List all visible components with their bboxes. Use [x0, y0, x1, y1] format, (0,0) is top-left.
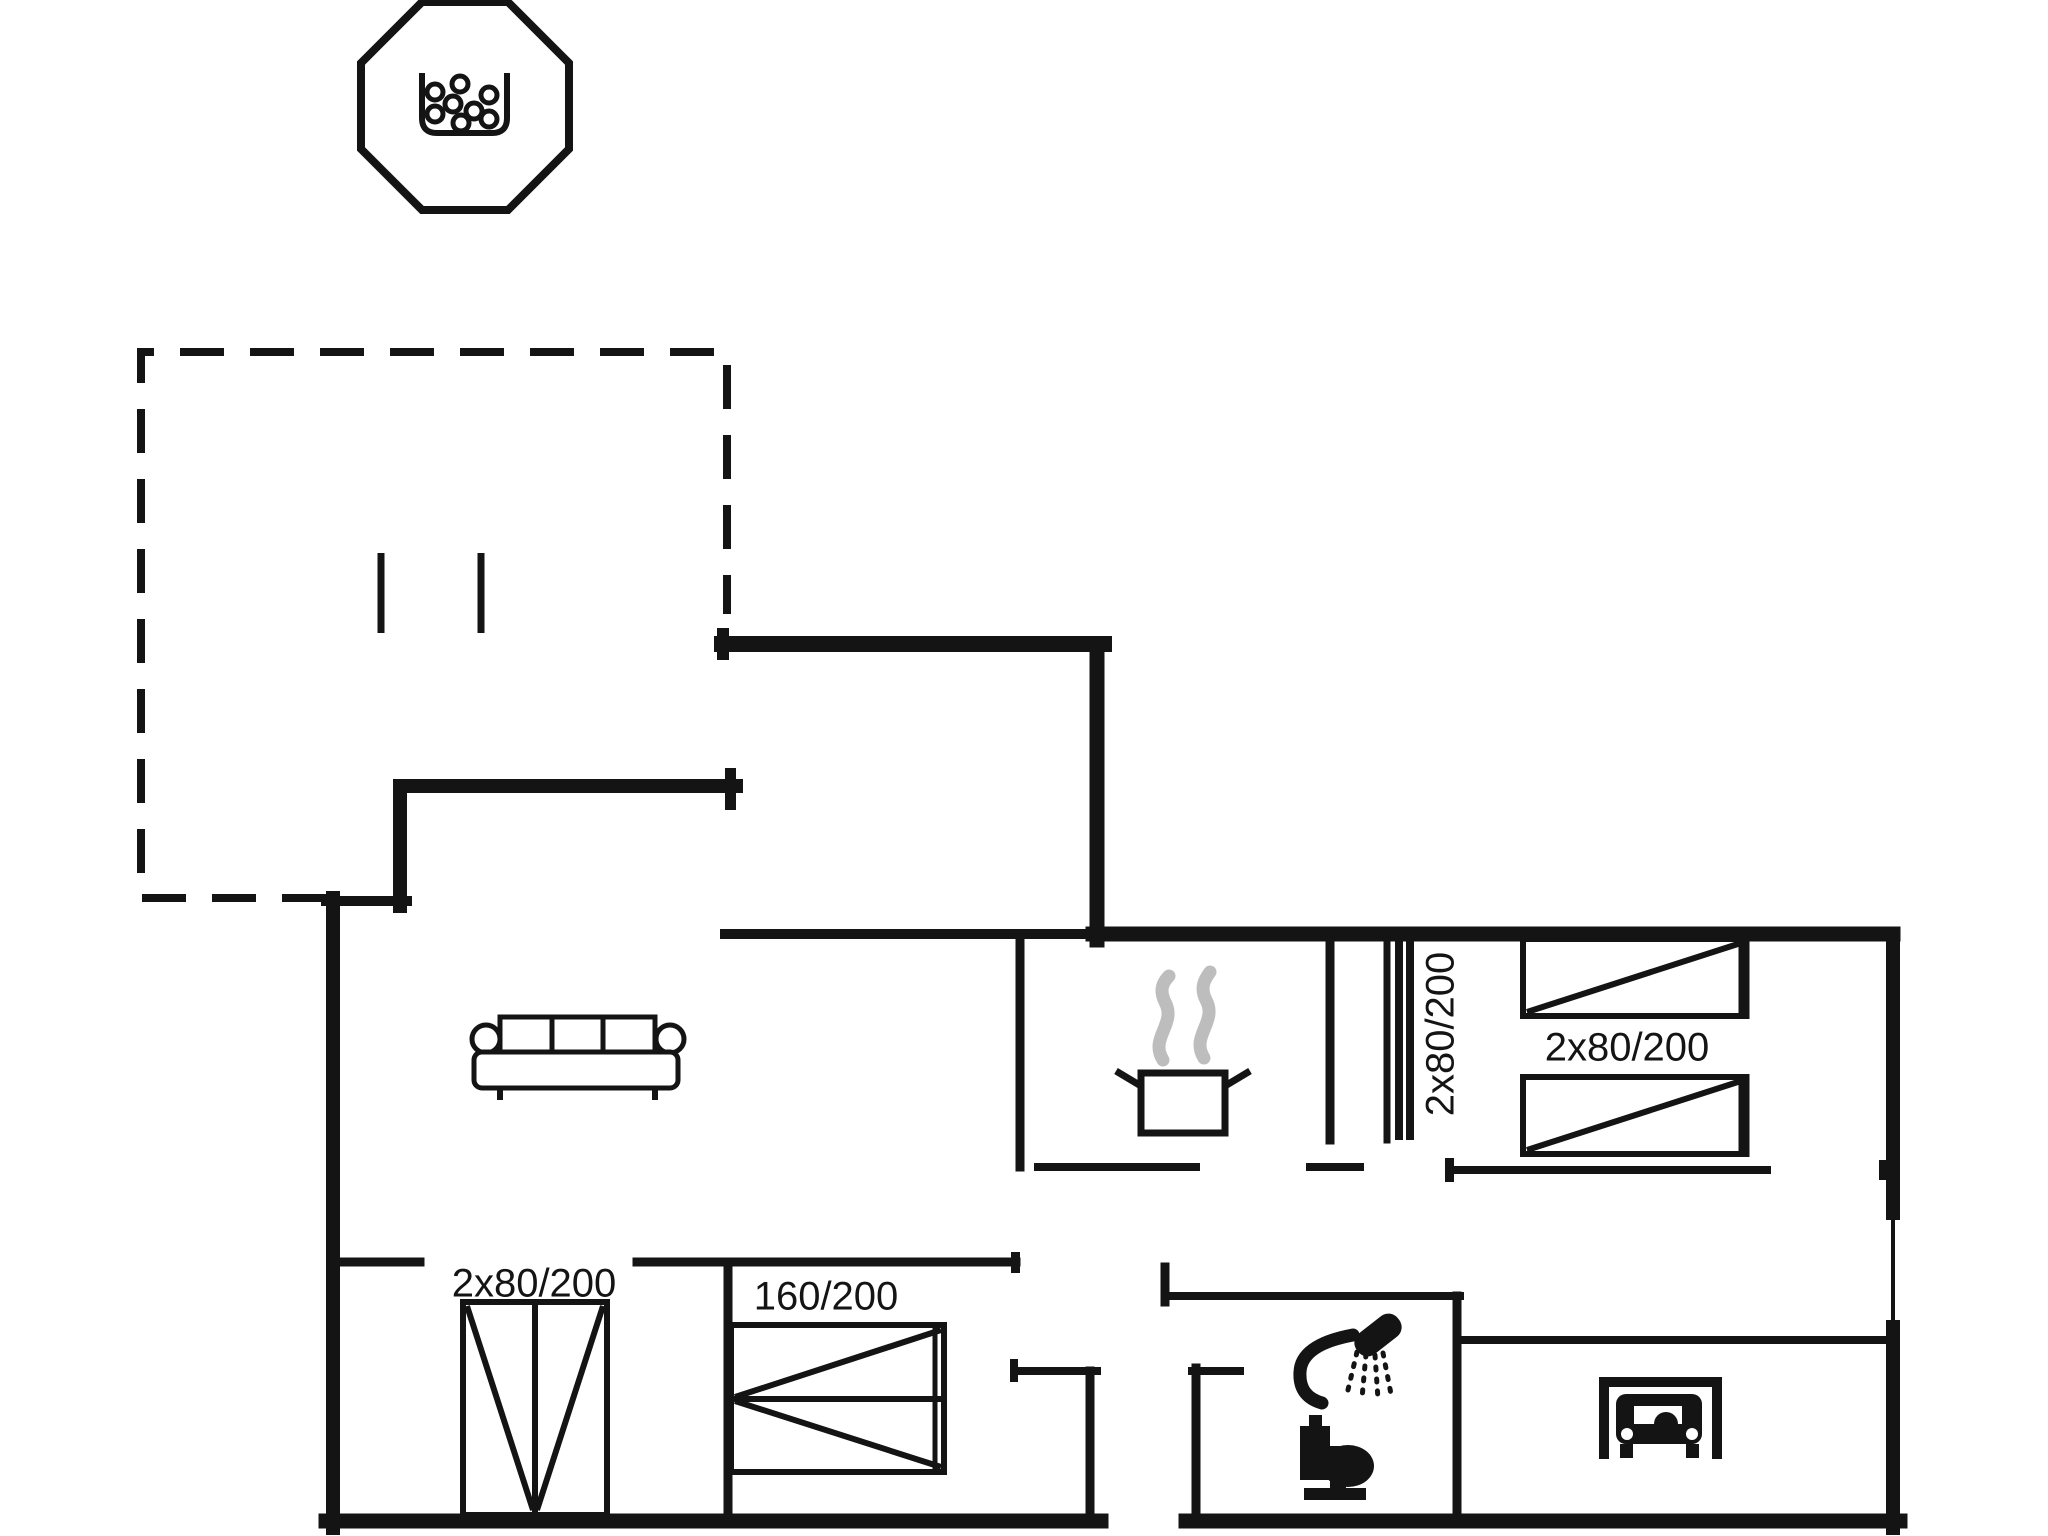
- bed-size-label-top-right: 2x80/200: [1544, 1025, 1710, 1070]
- double-bed-top-right-icon: [1520, 936, 1750, 1157]
- exterior-walls: [318, 628, 1908, 1535]
- wardrobe-icon: [1395, 938, 1414, 1140]
- shower-icon: [1293, 1313, 1402, 1410]
- hot-tub-icon: [357, 0, 573, 214]
- bed-size-label-bottom-left: 2x80/200: [451, 1261, 617, 1306]
- stove-pot-icon: [1114, 965, 1252, 1137]
- toilet-icon: [1300, 1415, 1374, 1500]
- interior-walls: [328, 929, 1897, 1526]
- bunk-bed-icon: [460, 1299, 610, 1518]
- double-bed-middle-icon: [728, 1322, 947, 1475]
- carport-car-icon: [1599, 1377, 1722, 1459]
- bed-size-label-middle: 160/200: [753, 1274, 899, 1319]
- sofa-icon: [469, 1014, 687, 1100]
- bed-size-label-top-right-vertical: 2x80/200: [1418, 951, 1463, 1117]
- terrace-outline: [137, 348, 731, 902]
- steam-icon: [1152, 965, 1217, 1067]
